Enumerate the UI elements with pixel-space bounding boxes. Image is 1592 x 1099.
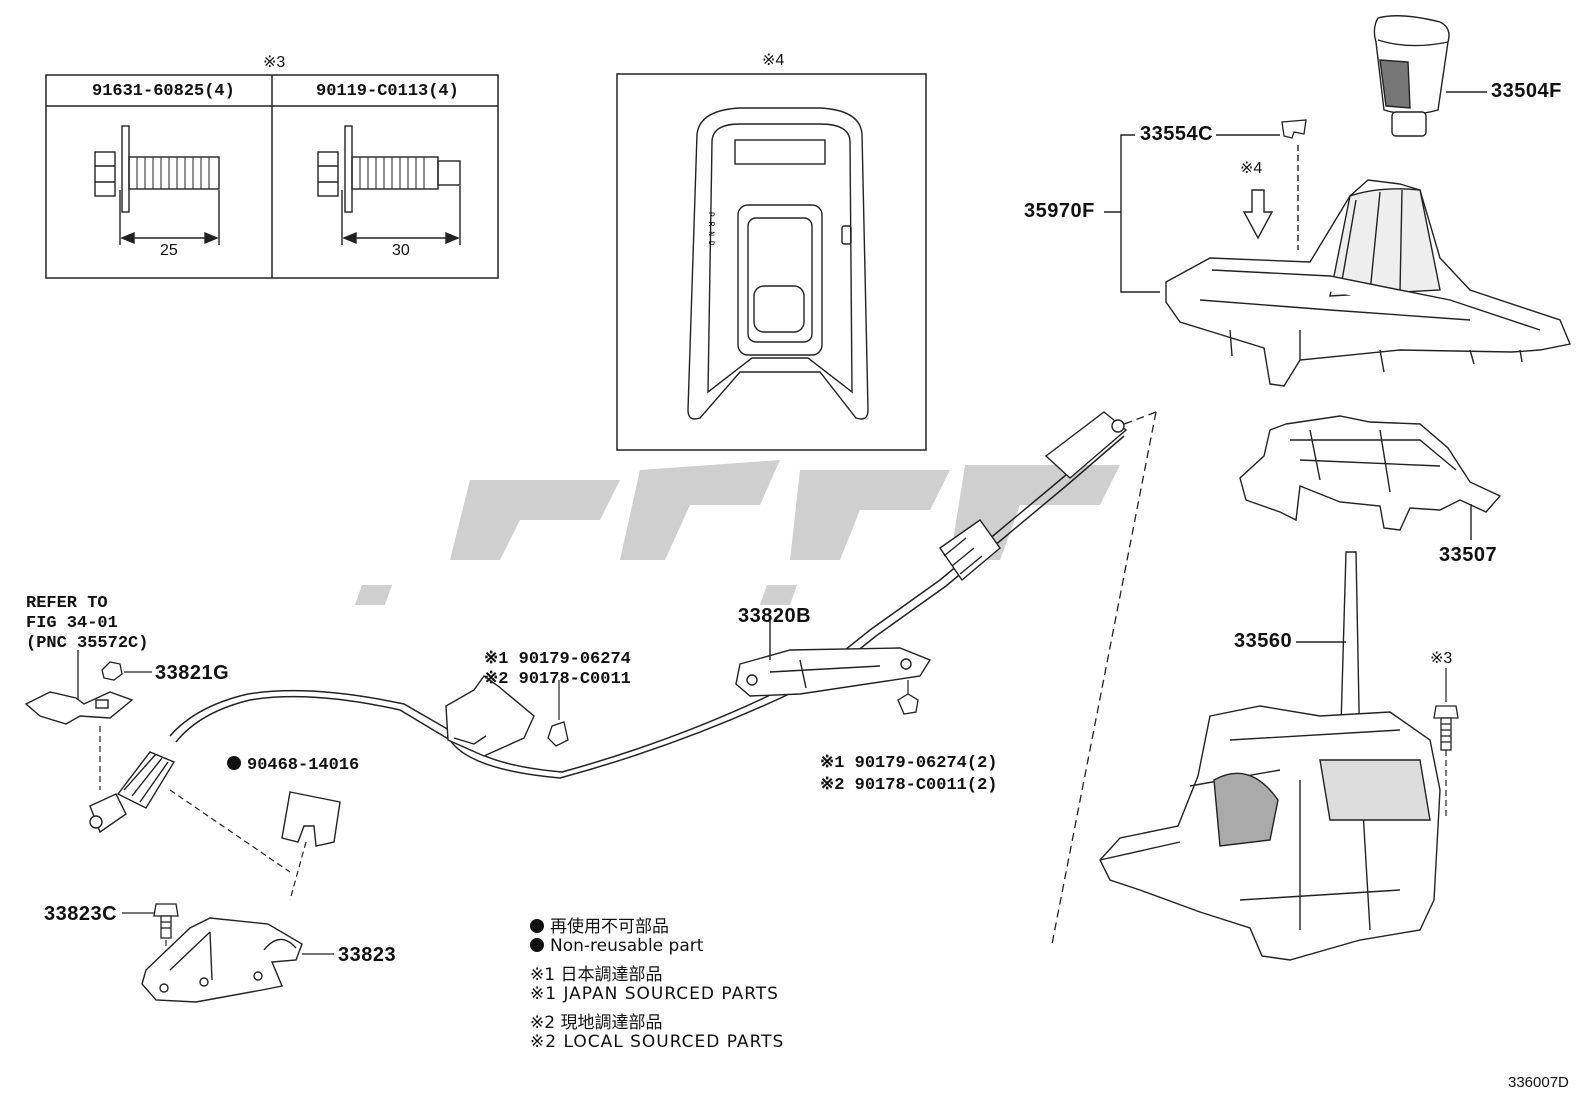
legend-line-1: 再使用不可部品: [530, 912, 669, 937]
label-mark3-right: ※3: [1430, 650, 1453, 667]
label-33504F: 33504F: [1491, 80, 1562, 102]
cable-clamp-drawing: [445, 675, 535, 757]
legend-line-3: ※1 日本調達部品: [530, 965, 663, 985]
figure-id: 336007D: [1508, 1074, 1569, 1091]
shift-knob-drawing: [1373, 15, 1450, 137]
bolt-25-drawing: [94, 125, 220, 245]
console-inset-marker: ※4: [762, 52, 785, 69]
shift-lever-assy-drawing: [1099, 551, 1441, 961]
console-bezel-drawing: [687, 107, 869, 420]
gate-letters: P R N D: [706, 212, 715, 246]
table-dim-2: 30: [392, 242, 410, 259]
nut2-drawing: [897, 693, 919, 715]
table-part-1: 91631-60825(4): [92, 82, 235, 101]
clip-part-number: 90468-14016: [247, 756, 360, 775]
clip-33554C-drawing: [1281, 119, 1307, 139]
legend-line-2: Non-reusable part: [530, 936, 703, 956]
leaders-33554C-35970F: [1104, 134, 1299, 293]
cable-bracket-33820B-drawing: [735, 647, 932, 697]
legend-line-6: ※2 LOCAL SOURCED PARTS: [530, 1032, 785, 1052]
label-33820B: 33820B: [738, 605, 812, 627]
table-part-2: 90119-C0113(4): [316, 82, 459, 101]
label-33554C: 33554C: [1140, 123, 1214, 145]
label-33823: 33823: [338, 944, 397, 966]
bolt-33823C-drawing: [153, 903, 179, 939]
table-marker: ※3: [263, 54, 286, 71]
label-35970F: 35970F: [1024, 200, 1095, 222]
bracket-33823-drawing: [141, 917, 303, 1003]
refer-line-1: REFER TO: [26, 594, 108, 613]
label-33823C: 33823C: [44, 903, 118, 925]
nut-note-1: ※1 90179-06274: [484, 650, 631, 669]
label-33821G: 33821G: [155, 662, 230, 684]
clip-90468-drawing: [281, 791, 341, 847]
nut2-note-2: ※2 90178-C0011(2): [820, 776, 998, 795]
leader-cable-clip: [169, 789, 291, 873]
watermark-logo: [354, 460, 1120, 605]
shift-bezel-assy-drawing: [1165, 179, 1571, 387]
cable-end-fitting-drawing: [939, 411, 1128, 582]
table-dim-1: 25: [160, 242, 178, 259]
nut-33821G-drawing: [101, 661, 123, 681]
nut2-note-1: ※1 90179-06274(2): [820, 754, 998, 773]
fastener-table-frame: [45, 74, 499, 279]
refer-line-3: (PNC 35572C): [26, 634, 149, 653]
bolt-30-drawing: [317, 125, 461, 245]
nut-drawing: [547, 721, 569, 747]
legend-bullet-icon: [530, 938, 544, 952]
cable-end-left-drawing: [89, 751, 176, 834]
label-33560: 33560: [1234, 630, 1293, 652]
label-33507: 33507: [1439, 544, 1498, 566]
arrow-marker: ※4: [1240, 160, 1263, 177]
nut-note-2: ※2 90178-C0011: [484, 670, 631, 689]
non-reusable-icon: [227, 756, 241, 770]
refer-bracket-drawing: [24, 691, 134, 725]
clip-note: 90468-14016: [227, 756, 359, 775]
bolt-mark3-drawing: [1433, 705, 1459, 751]
leader-clip-down: [289, 841, 307, 901]
legend-line-5: ※2 現地調達部品: [530, 1013, 663, 1033]
shifter-housing-upper-drawing: [1239, 415, 1502, 531]
console-inset-frame: [616, 73, 927, 451]
legend-line-4: ※1 JAPAN SOURCED PARTS: [530, 984, 779, 1004]
refer-line-2: FIG 34-01: [26, 614, 118, 633]
legend-bullet-icon: [530, 919, 544, 933]
direction-arrow: [1242, 189, 1274, 240]
